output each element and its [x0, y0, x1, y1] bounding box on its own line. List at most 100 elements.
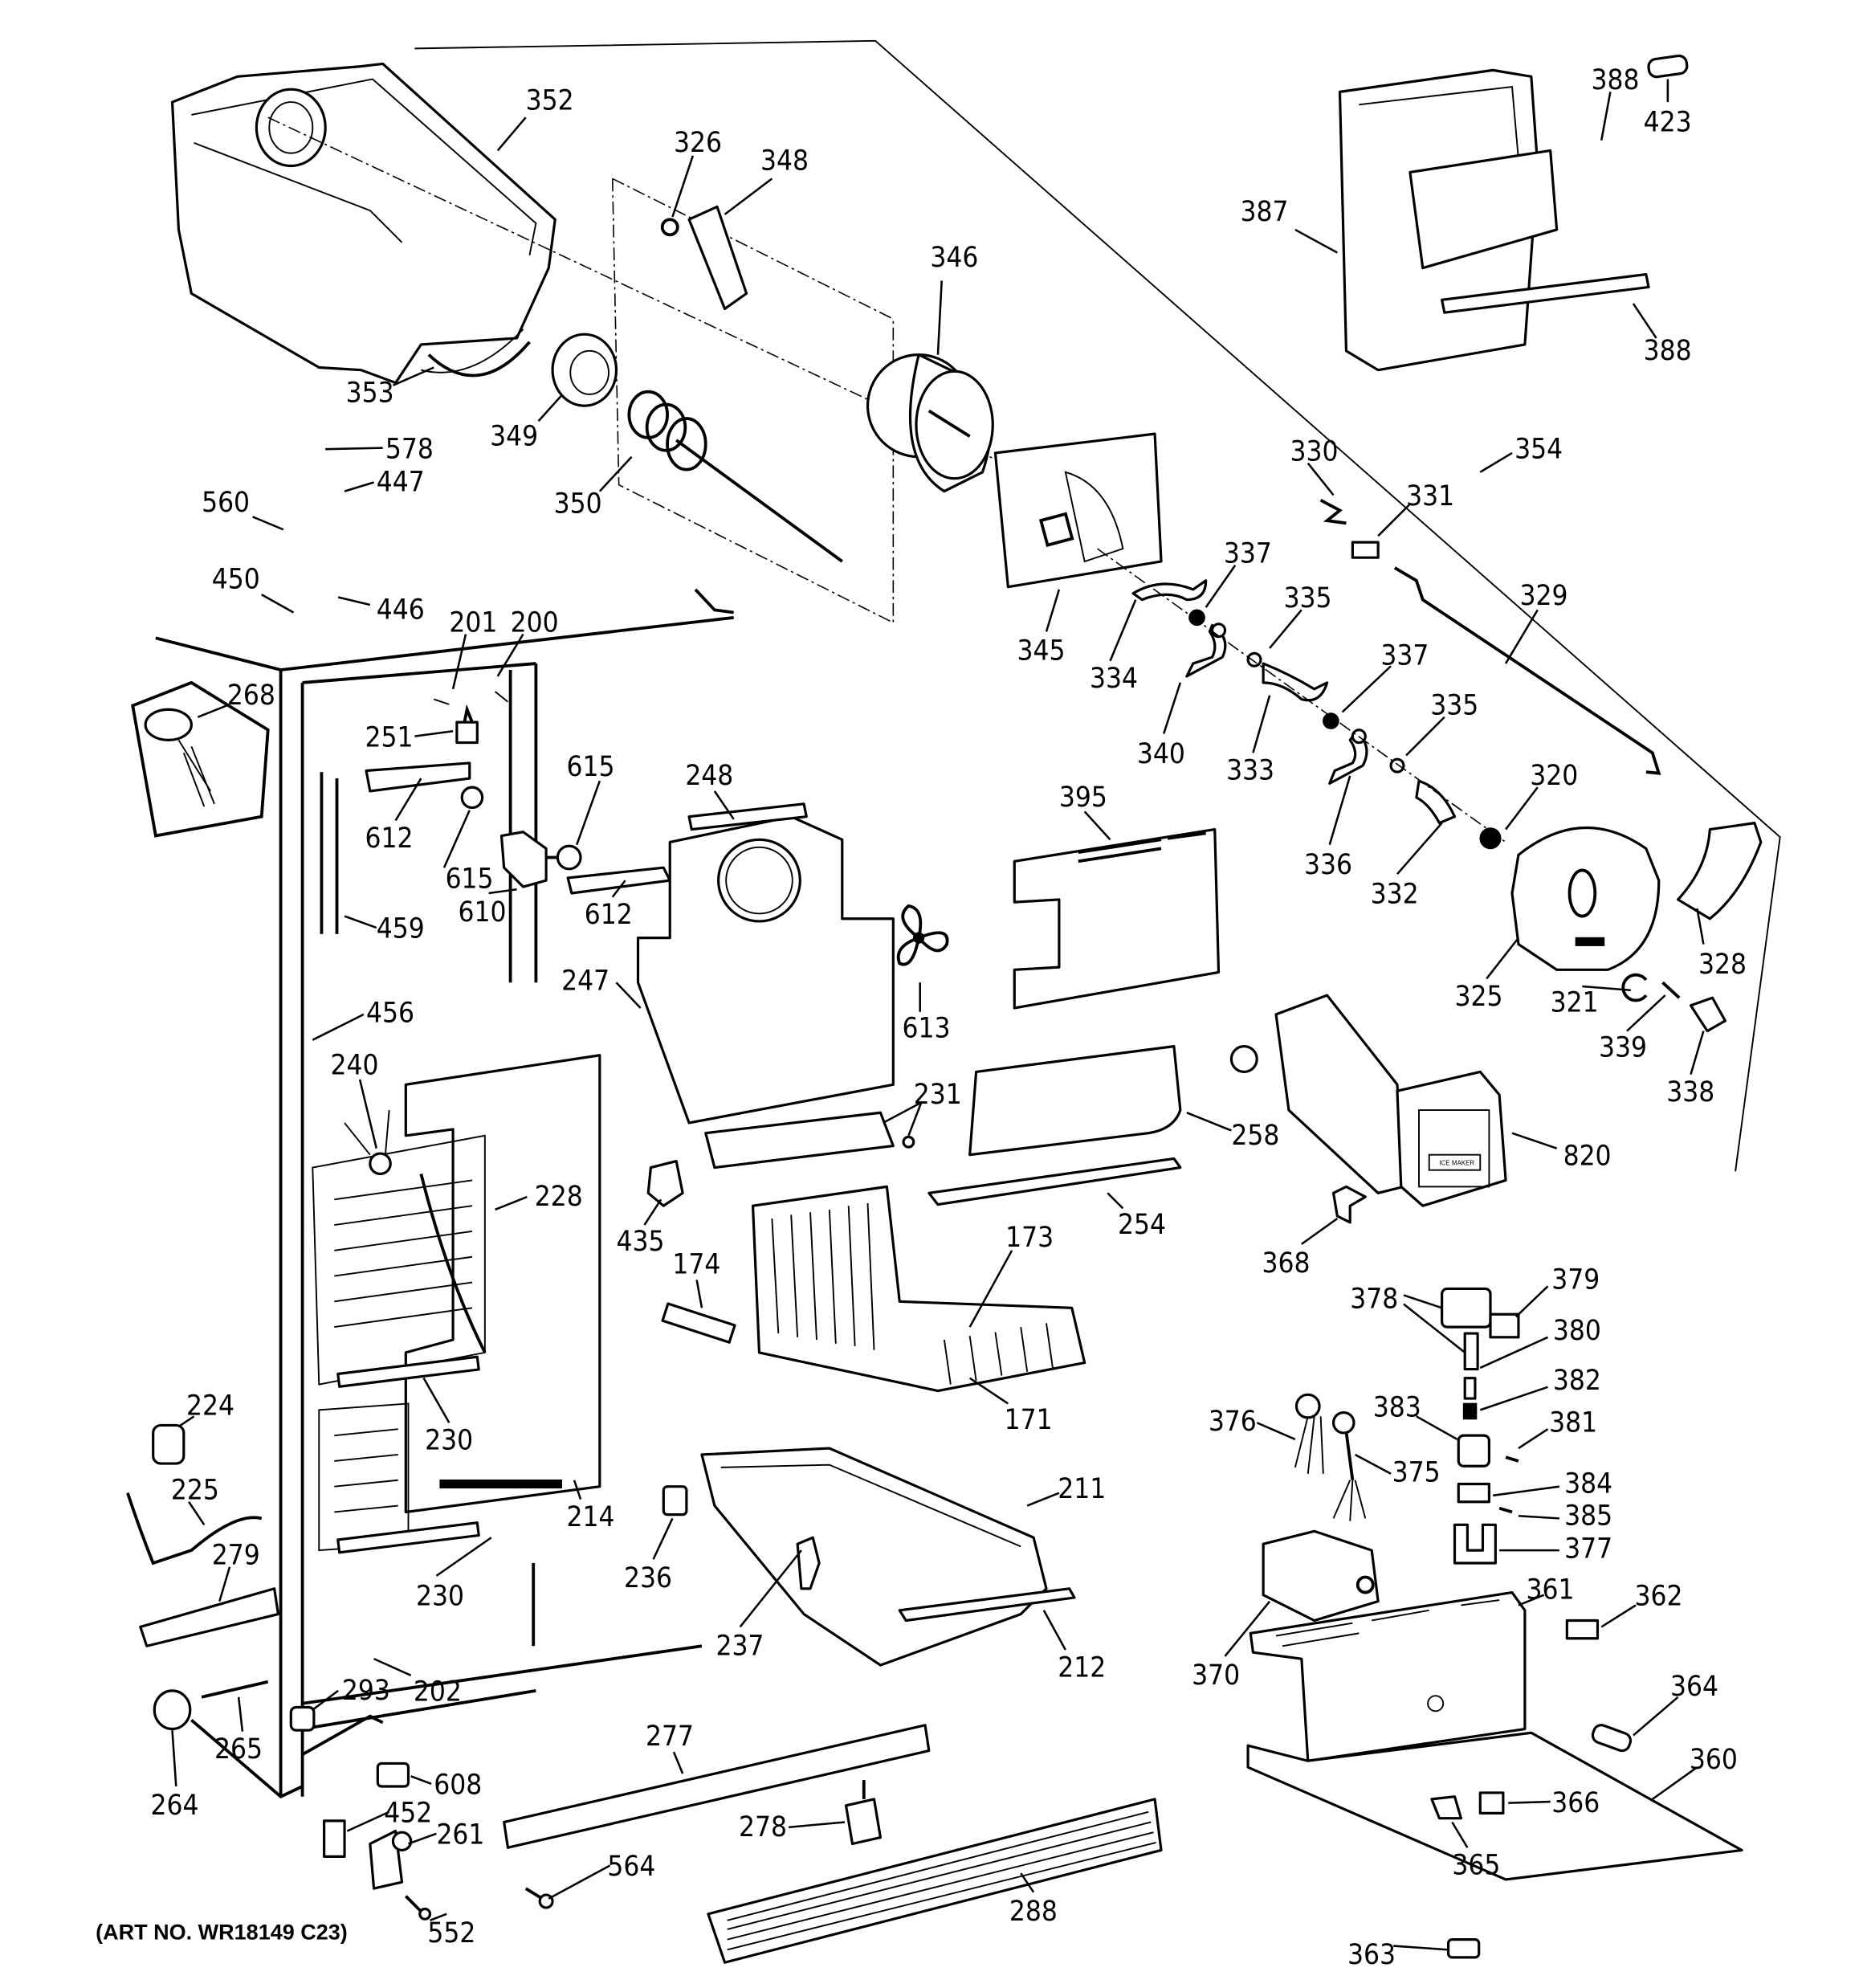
callout-277: 277 [646, 1721, 694, 1753]
callout-345: 345 [1017, 635, 1065, 667]
bracket-236 [662, 1485, 688, 1517]
evaporator-228 [312, 1134, 487, 1552]
trim-212 [898, 1587, 1076, 1623]
spring-224 [152, 1423, 185, 1465]
callout-339: 339 [1599, 1031, 1647, 1063]
callout-564: 564 [607, 1851, 655, 1883]
heater-230b [336, 1521, 480, 1554]
callout-446: 446 [377, 594, 425, 626]
callout-378: 378 [1350, 1283, 1398, 1315]
callout-346: 346 [930, 242, 978, 274]
callout-labels: 352 326 348 346 353 349 350 578 447 560 … [151, 64, 1747, 1971]
clip-363 [1446, 1938, 1481, 1959]
callout-352: 352 [526, 85, 574, 117]
callout-174: 174 [672, 1248, 720, 1280]
cabinet-markers [433, 691, 509, 705]
clip-365 [1430, 1795, 1463, 1820]
callout-366: 366 [1551, 1787, 1600, 1819]
callout-456: 456 [366, 997, 414, 1029]
callout-362: 362 [1635, 1580, 1683, 1612]
callout-236: 236 [624, 1562, 672, 1594]
callout-613: 613 [902, 1013, 950, 1045]
callout-382: 382 [1553, 1365, 1601, 1397]
callout-338: 338 [1666, 1076, 1714, 1108]
ice-maker-face-label: ICE MAKER [1439, 1159, 1474, 1166]
callout-268: 268 [227, 680, 275, 712]
screw-231 [902, 1135, 915, 1149]
bracket-231 [704, 1111, 895, 1170]
callout-293: 293 [342, 1675, 390, 1707]
dispenser-door-387 [1338, 68, 1650, 372]
subassembly-boundary [414, 39, 1781, 1172]
callout-612-b: 612 [585, 899, 633, 931]
callout-228: 228 [535, 1181, 583, 1213]
switch-251 [455, 704, 479, 745]
ice-bucket-352 [170, 62, 556, 385]
leader-lines [171, 79, 1705, 1951]
callout-395: 395 [1059, 782, 1107, 814]
crusher-plate-345 [993, 432, 1163, 589]
callout-325: 325 [1455, 981, 1503, 1013]
grille-288 [707, 1798, 1163, 1964]
trim-459 [320, 772, 339, 934]
callout-214: 214 [567, 1501, 615, 1533]
callout-211: 211 [1058, 1473, 1106, 1505]
callout-376: 376 [1209, 1406, 1257, 1438]
callout-326: 326 [674, 127, 722, 159]
rail-279 [139, 1587, 279, 1647]
retainer-326 [660, 218, 679, 237]
callout-379: 379 [1551, 1263, 1600, 1296]
auger-bearing-349 [551, 333, 618, 407]
harness-375 [1331, 1410, 1367, 1521]
callout-615-a: 615 [446, 863, 494, 896]
ring-321 [1621, 973, 1648, 1002]
grommet-615a [460, 786, 484, 810]
crusher-housing-325 [1510, 826, 1661, 971]
axle-265 [201, 1680, 269, 1699]
callout-265: 265 [214, 1733, 263, 1766]
grommet-615b [556, 844, 582, 871]
callout-335-a: 335 [1284, 582, 1332, 614]
callout-264: 264 [151, 1790, 199, 1822]
callout-820: 820 [1563, 1140, 1612, 1172]
leveler-278 [844, 1780, 883, 1846]
callout-337-a: 337 [1224, 538, 1272, 570]
callout-381: 381 [1549, 1406, 1597, 1439]
harness-376 [1294, 1393, 1324, 1474]
solenoid-stack [1441, 1287, 1520, 1565]
callout-231: 231 [914, 1079, 962, 1111]
shelf-254 [927, 1157, 1182, 1206]
callout-340: 340 [1137, 738, 1185, 770]
bottom-hinge-261 [369, 1830, 413, 1890]
callout-321: 321 [1551, 987, 1599, 1019]
basket-171 [751, 1185, 1086, 1393]
ice-shelf-348 [687, 205, 748, 311]
callout-560: 560 [202, 487, 250, 519]
rail-277 [503, 1724, 931, 1849]
callout-377: 377 [1564, 1533, 1612, 1565]
coupling-364 [1591, 1724, 1633, 1753]
fan-motor-610 [499, 831, 562, 888]
callout-200: 200 [511, 606, 559, 639]
callout-330: 330 [1290, 435, 1339, 467]
shim-452 [323, 1819, 346, 1858]
pin-339 [1661, 981, 1681, 999]
callout-202: 202 [414, 1676, 462, 1708]
cabinet-frame [155, 588, 734, 1798]
roller-293 [289, 1705, 316, 1732]
callout-368: 368 [1262, 1247, 1311, 1280]
callout-336: 336 [1304, 849, 1352, 881]
callout-331: 331 [1406, 480, 1454, 512]
callout-361: 361 [1526, 1574, 1574, 1606]
callout-364: 364 [1670, 1671, 1718, 1703]
wire-actuator-329 [1393, 566, 1661, 775]
motor-bracket-361 [1249, 1590, 1527, 1762]
callout-365: 365 [1452, 1850, 1500, 1882]
cover-395 [1013, 827, 1221, 1010]
callout-452: 452 [384, 1797, 432, 1829]
callout-385: 385 [1564, 1500, 1612, 1532]
callout-254: 254 [1118, 1209, 1166, 1241]
cover-258 [968, 1045, 1182, 1157]
switch-608 [376, 1761, 410, 1788]
